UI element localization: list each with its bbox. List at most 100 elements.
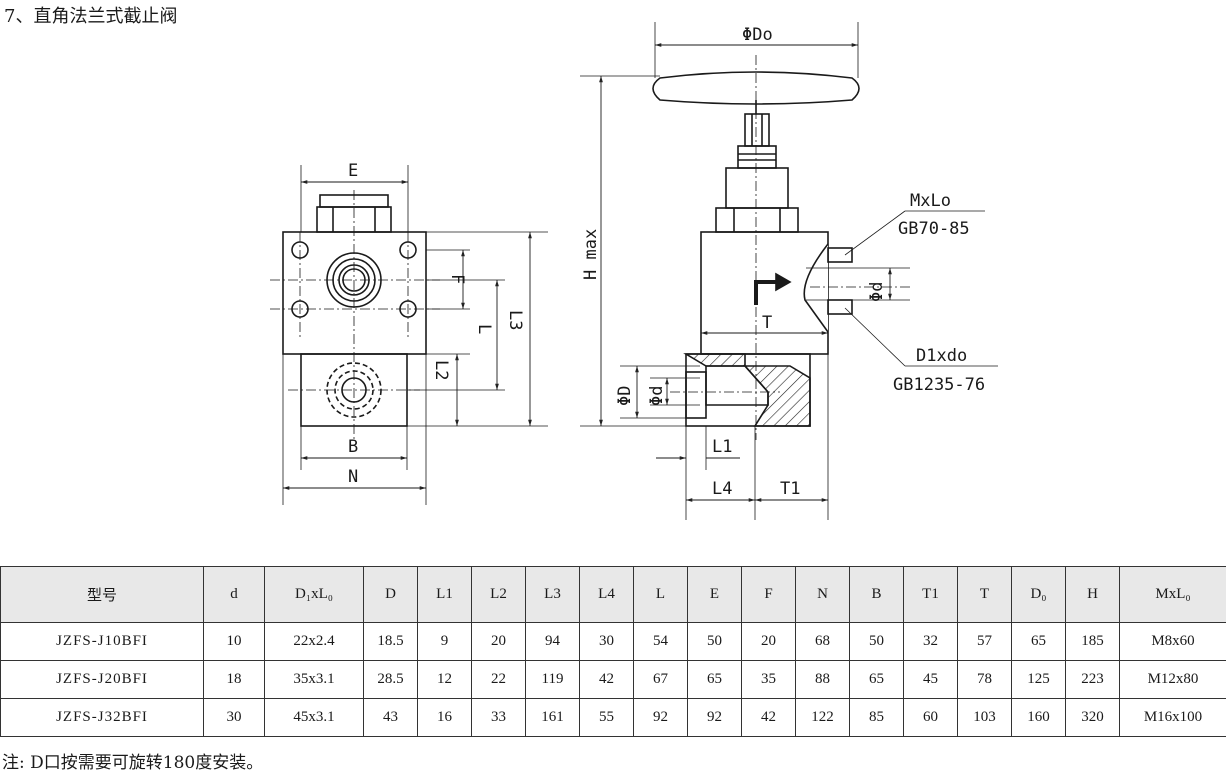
col-header: E [687, 566, 742, 623]
table-cell: M8x60 [1119, 622, 1226, 661]
label-phi-d-right: Φd [867, 282, 887, 302]
table-cell: 50 [849, 622, 904, 661]
table-cell: 20 [471, 622, 526, 661]
table-cell: 20 [741, 622, 796, 661]
table-cell: 94 [525, 622, 580, 661]
table-cell: 35 [741, 660, 796, 699]
table-cell: 50 [687, 622, 742, 661]
table-cell: 65 [849, 660, 904, 699]
front-view-labels: E F L L2 L3 B N [348, 161, 525, 487]
table-cell: 65 [687, 660, 742, 699]
table-cell: 223 [1065, 660, 1120, 699]
table-cell: 18.5 [363, 622, 418, 661]
label-phi-D: ΦD [615, 386, 635, 406]
table-cell: 43 [363, 698, 418, 737]
table-cell: 42 [741, 698, 796, 737]
label-L4: L4 [712, 479, 732, 499]
label-GB70-85: GB70-85 [898, 219, 970, 239]
label-H-max: H max [581, 229, 601, 280]
table-cell: 22 [471, 660, 526, 699]
col-header: T1 [903, 566, 958, 623]
table-cell: 88 [795, 660, 850, 699]
table-cell: 54 [633, 622, 688, 661]
table-cell: 103 [957, 698, 1012, 737]
label-E: E [348, 161, 358, 181]
label-T: T [762, 313, 772, 333]
table-cell: 67 [633, 660, 688, 699]
label-L2: L2 [431, 360, 451, 380]
col-header: L4 [579, 566, 634, 623]
label-L1: L1 [712, 437, 732, 457]
col-header: L2 [471, 566, 526, 623]
table-cell: 161 [525, 698, 580, 737]
table-cell: 18 [203, 660, 265, 699]
table-cell: 185 [1065, 622, 1120, 661]
table-cell: 65 [1011, 622, 1066, 661]
table-cell: 45 [903, 660, 958, 699]
col-header: F [741, 566, 796, 623]
label-L3: L3 [505, 310, 525, 330]
label-phi-d-left: Φd [647, 386, 667, 406]
table-cell: 85 [849, 698, 904, 737]
label-N: N [348, 467, 358, 487]
col-header: 型号 [0, 566, 204, 623]
table-cell: JZFS-J32BFI [0, 698, 204, 737]
col-header: H [1065, 566, 1120, 623]
col-header: D₀ [1011, 566, 1066, 623]
technical-drawing: E F L L2 L3 B N [270, 22, 998, 520]
table-cell: 60 [903, 698, 958, 737]
table-cell: 68 [795, 622, 850, 661]
table-cell: 30 [579, 622, 634, 661]
table-cell: M16x100 [1119, 698, 1226, 737]
table-cell: 28.5 [363, 660, 418, 699]
table-cell: 16 [417, 698, 472, 737]
col-header: L1 [417, 566, 472, 623]
table-row: JZFS-J20BFI 18 35x3.1 28.5 12 22 119 42 … [0, 660, 1226, 699]
col-header: B [849, 566, 904, 623]
table-row: JZFS-J32BFI 30 45x3.1 43 16 33 161 55 92… [0, 698, 1226, 737]
footnote: 注: D口按需要可旋转180度安装。 [2, 753, 264, 773]
label-phi-Do: ΦDo [742, 25, 773, 45]
table-cell: 10 [203, 622, 265, 661]
col-header: L3 [525, 566, 580, 623]
table-cell: 22x2.4 [264, 622, 364, 661]
table-cell: 320 [1065, 698, 1120, 737]
table-cell: 55 [579, 698, 634, 737]
table-cell: 12 [417, 660, 472, 699]
table-cell: 35x3.1 [264, 660, 364, 699]
table-cell: JZFS-J10BFI [0, 622, 204, 661]
table-cell: 160 [1011, 698, 1066, 737]
table-cell: 9 [417, 622, 472, 661]
table-header-row: 型号 d D₁xL₀ D L1 L2 L3 L4 L E F N B T1 T … [0, 566, 1226, 623]
table-cell: 57 [957, 622, 1012, 661]
table-cell: 92 [633, 698, 688, 737]
table-cell: 122 [795, 698, 850, 737]
label-MxLo: MxLo [910, 191, 951, 211]
label-D1xdo: D1xdo [916, 346, 967, 366]
side-view [580, 22, 998, 520]
table-cell: 125 [1011, 660, 1066, 699]
label-L: L [474, 324, 494, 334]
col-header: D [363, 566, 418, 623]
col-header: D₁xL₀ [264, 566, 364, 623]
col-header: d [203, 566, 265, 623]
col-header: L [633, 566, 688, 623]
page-title: 7、直角法兰式截止阀 [4, 6, 178, 27]
spec-table: 型号 d D₁xL₀ D L1 L2 L3 L4 L E F N B T1 T … [0, 566, 1226, 737]
table-cell: JZFS-J20BFI [0, 660, 204, 699]
table-cell: 30 [203, 698, 265, 737]
label-GB1235-76: GB1235-76 [893, 375, 985, 395]
table-cell: 45x3.1 [264, 698, 364, 737]
table-cell: 92 [687, 698, 742, 737]
front-view [270, 165, 548, 505]
label-F: F [447, 274, 467, 284]
table-row: JZFS-J10BFI 10 22x2.4 18.5 9 20 94 30 54… [0, 622, 1226, 661]
label-B: B [348, 437, 358, 457]
table-cell: 42 [579, 660, 634, 699]
table-cell: M12x80 [1119, 660, 1226, 699]
col-header: MxL₀ [1119, 566, 1226, 623]
col-header: T [957, 566, 1012, 623]
label-T1: T1 [780, 479, 800, 499]
table-cell: 119 [525, 660, 580, 699]
table-cell: 33 [471, 698, 526, 737]
